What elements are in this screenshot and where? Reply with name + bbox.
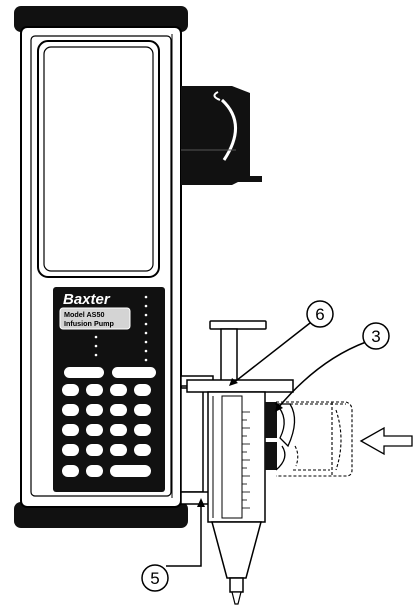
- syringe-tip: [211, 521, 262, 579]
- housing-bezel: [30, 35, 172, 497]
- callout-5-leader: [166, 505, 202, 567]
- callout-6-circle: [306, 300, 334, 328]
- model-label-box: [59, 307, 131, 330]
- callout-6-arrowhead: [229, 378, 238, 386]
- display-window: [37, 40, 160, 278]
- callout-3-leader: [277, 341, 367, 409]
- barrel-clamp: [265, 402, 296, 471]
- brand-logo: Baxter: [63, 291, 111, 308]
- barrel-clamp-open-outline: [276, 401, 353, 477]
- arrow-left-outline-icon: [359, 426, 413, 456]
- callout-3-number: 3: [371, 327, 380, 346]
- callout-3: 3: [275, 322, 390, 412]
- callout-5-arrowhead: [197, 498, 205, 507]
- callout-3-circle: [362, 322, 390, 350]
- model-label-line2: Infusion Pump: [64, 319, 115, 328]
- callout-3-arrowhead: [275, 403, 283, 412]
- top-bumper: [14, 6, 188, 32]
- softkey-left[interactable]: [64, 367, 104, 378]
- callout-5-number: 5: [150, 569, 159, 588]
- pole-clamp: [181, 86, 262, 185]
- syringe-plunger: [186, 320, 294, 393]
- callout-6-leader: [231, 322, 311, 385]
- numeric-keys[interactable]: [62, 384, 151, 477]
- indicator-leds: [94, 295, 148, 362]
- barrel-graduations: [242, 411, 250, 509]
- syringe-barrel: [207, 391, 266, 605]
- bottom-bumper: [14, 502, 188, 528]
- callout-6: 6: [229, 300, 334, 386]
- callout-6-number: 6: [315, 305, 324, 324]
- callout-5: 5: [141, 498, 205, 592]
- keypad-panel: Baxter Model AS50 Infusion Pump: [53, 287, 165, 492]
- softkey-right[interactable]: [112, 367, 156, 378]
- callout-5-circle: [141, 564, 169, 592]
- model-label-line1: Model AS50: [64, 310, 104, 319]
- start-key[interactable]: [110, 465, 151, 477]
